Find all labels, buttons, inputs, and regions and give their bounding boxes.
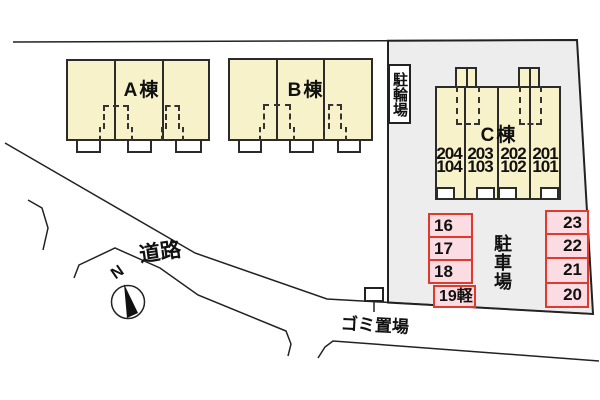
entry-outline [263,104,291,129]
compass-icon [110,284,146,320]
entry-outline [165,105,180,129]
stair-outline [456,86,480,125]
parking-stall: 21 [545,257,589,284]
unit-number: 104 [436,157,462,176]
building-b-porch [238,139,262,153]
unit-number: 202 [500,144,526,163]
building-b-divider [276,60,278,139]
north-boundary-line [12,39,578,43]
building-c-stair-tower [455,67,477,88]
building-a-porch [127,139,152,153]
unit-number: 102 [500,157,526,176]
lower-road-edge [73,247,292,357]
entry-outline [103,105,129,129]
building-c-porch [436,187,455,200]
unit-number: 101 [532,157,558,176]
parking-stall: 23 [545,210,589,235]
bottom-road-edge [317,340,600,362]
entry-outline [323,127,347,141]
stair-tower-divider [466,69,468,86]
stair-outline [519,86,542,125]
garbage-area-label: ゴミ置場 [340,314,410,337]
building-a [66,59,210,141]
building-c-divider [497,88,499,198]
stair-tower-divider [529,69,531,86]
entry-outline [259,127,295,141]
building-b-porch [337,139,361,153]
parking-lot-label: 駐車場 [492,234,512,291]
building-c-divider [464,88,466,198]
building-c-divider [529,88,531,198]
building-c-stair-tower [518,67,540,88]
parking-stall: 16 [428,213,473,238]
building-a-divider [114,61,116,139]
garbage-box-icon [364,287,384,312]
building-b-porch [289,139,314,153]
building-a-porch [175,139,202,153]
parking-stall: 20 [545,282,589,308]
building-a-divider [162,61,164,139]
parking-stall: 22 [545,233,589,259]
entry-outline [161,127,184,141]
building-b-label: B棟 [287,80,325,101]
entry-outline [328,104,342,129]
parking-stall: 18 [428,259,473,284]
unit-number: 203 [467,144,493,163]
unit-number: 103 [467,157,493,176]
building-a-label: A棟 [123,80,161,101]
building-c-porch [540,187,559,200]
parking-stall: 19軽 [433,285,476,308]
building-c-label: C棟 [480,125,518,146]
building-b-divider [323,60,325,139]
unit-number: 204 [436,144,462,163]
building-a-porch [76,139,101,153]
unit-number: 201 [532,144,558,163]
west-boundary-jag [27,199,49,251]
building-c-porch [476,187,495,200]
bicycle-parking-label: 駐輪場 [388,64,411,124]
entry-outline [99,127,133,141]
parking-stall: 17 [428,236,473,261]
building-c-porch [498,187,517,200]
